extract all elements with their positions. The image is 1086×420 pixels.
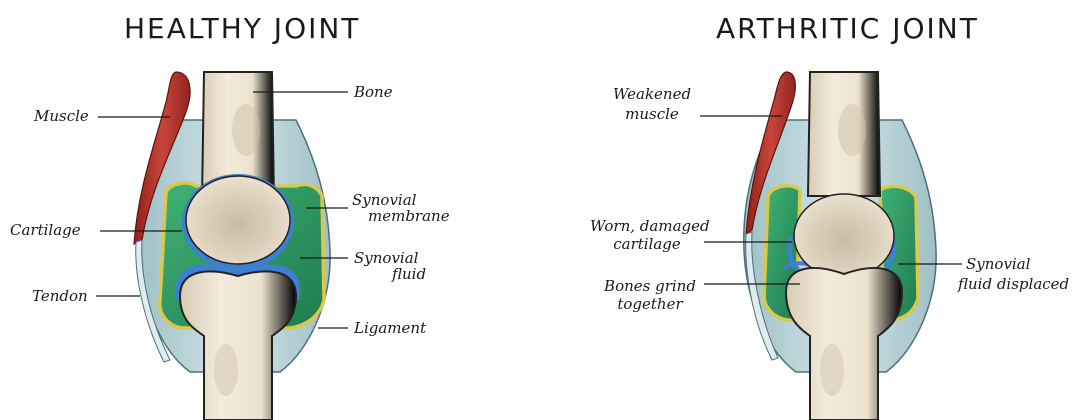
label-ligament: Ligament xyxy=(354,320,426,336)
label-bones-grind-line1: Bones grind xyxy=(596,278,704,294)
label-synovial-fluid-line2: fluid xyxy=(392,266,426,282)
label-synovial-membrane-line1: Synovial xyxy=(352,192,416,208)
label-bone: Bone xyxy=(354,84,393,100)
label-worn-cartilage-line2: cartilage xyxy=(590,236,704,252)
label-synovial-membrane-line2: membrane xyxy=(368,208,450,224)
healthy-joint-drawing xyxy=(134,72,330,420)
label-worn-cartilage-line1: Worn, damaged xyxy=(590,218,704,234)
healthy-joint-title: HEALTHY JOINT xyxy=(124,12,360,45)
healthy-bone-head-upper xyxy=(186,176,290,264)
label-synovial-fluid-line1: Synovial xyxy=(354,250,418,266)
label-fluid-displaced-line1: Synovial xyxy=(966,256,1030,272)
label-tendon: Tendon xyxy=(32,288,88,304)
label-weakened-muscle-line2: muscle xyxy=(604,106,700,122)
label-bones-grind-line2: together xyxy=(596,296,704,312)
label-cartilage: Cartilage xyxy=(10,222,81,238)
label-muscle: Muscle xyxy=(34,108,89,124)
label-fluid-displaced-line2: fluid displaced xyxy=(958,276,1069,292)
label-weakened-muscle-line1: Weakened xyxy=(604,86,700,102)
arthritic-bone-head-upper xyxy=(794,194,894,278)
arthritic-joint-drawing xyxy=(744,72,936,420)
arthritic-joint-title: ARTHRITIC JOINT xyxy=(716,12,979,45)
